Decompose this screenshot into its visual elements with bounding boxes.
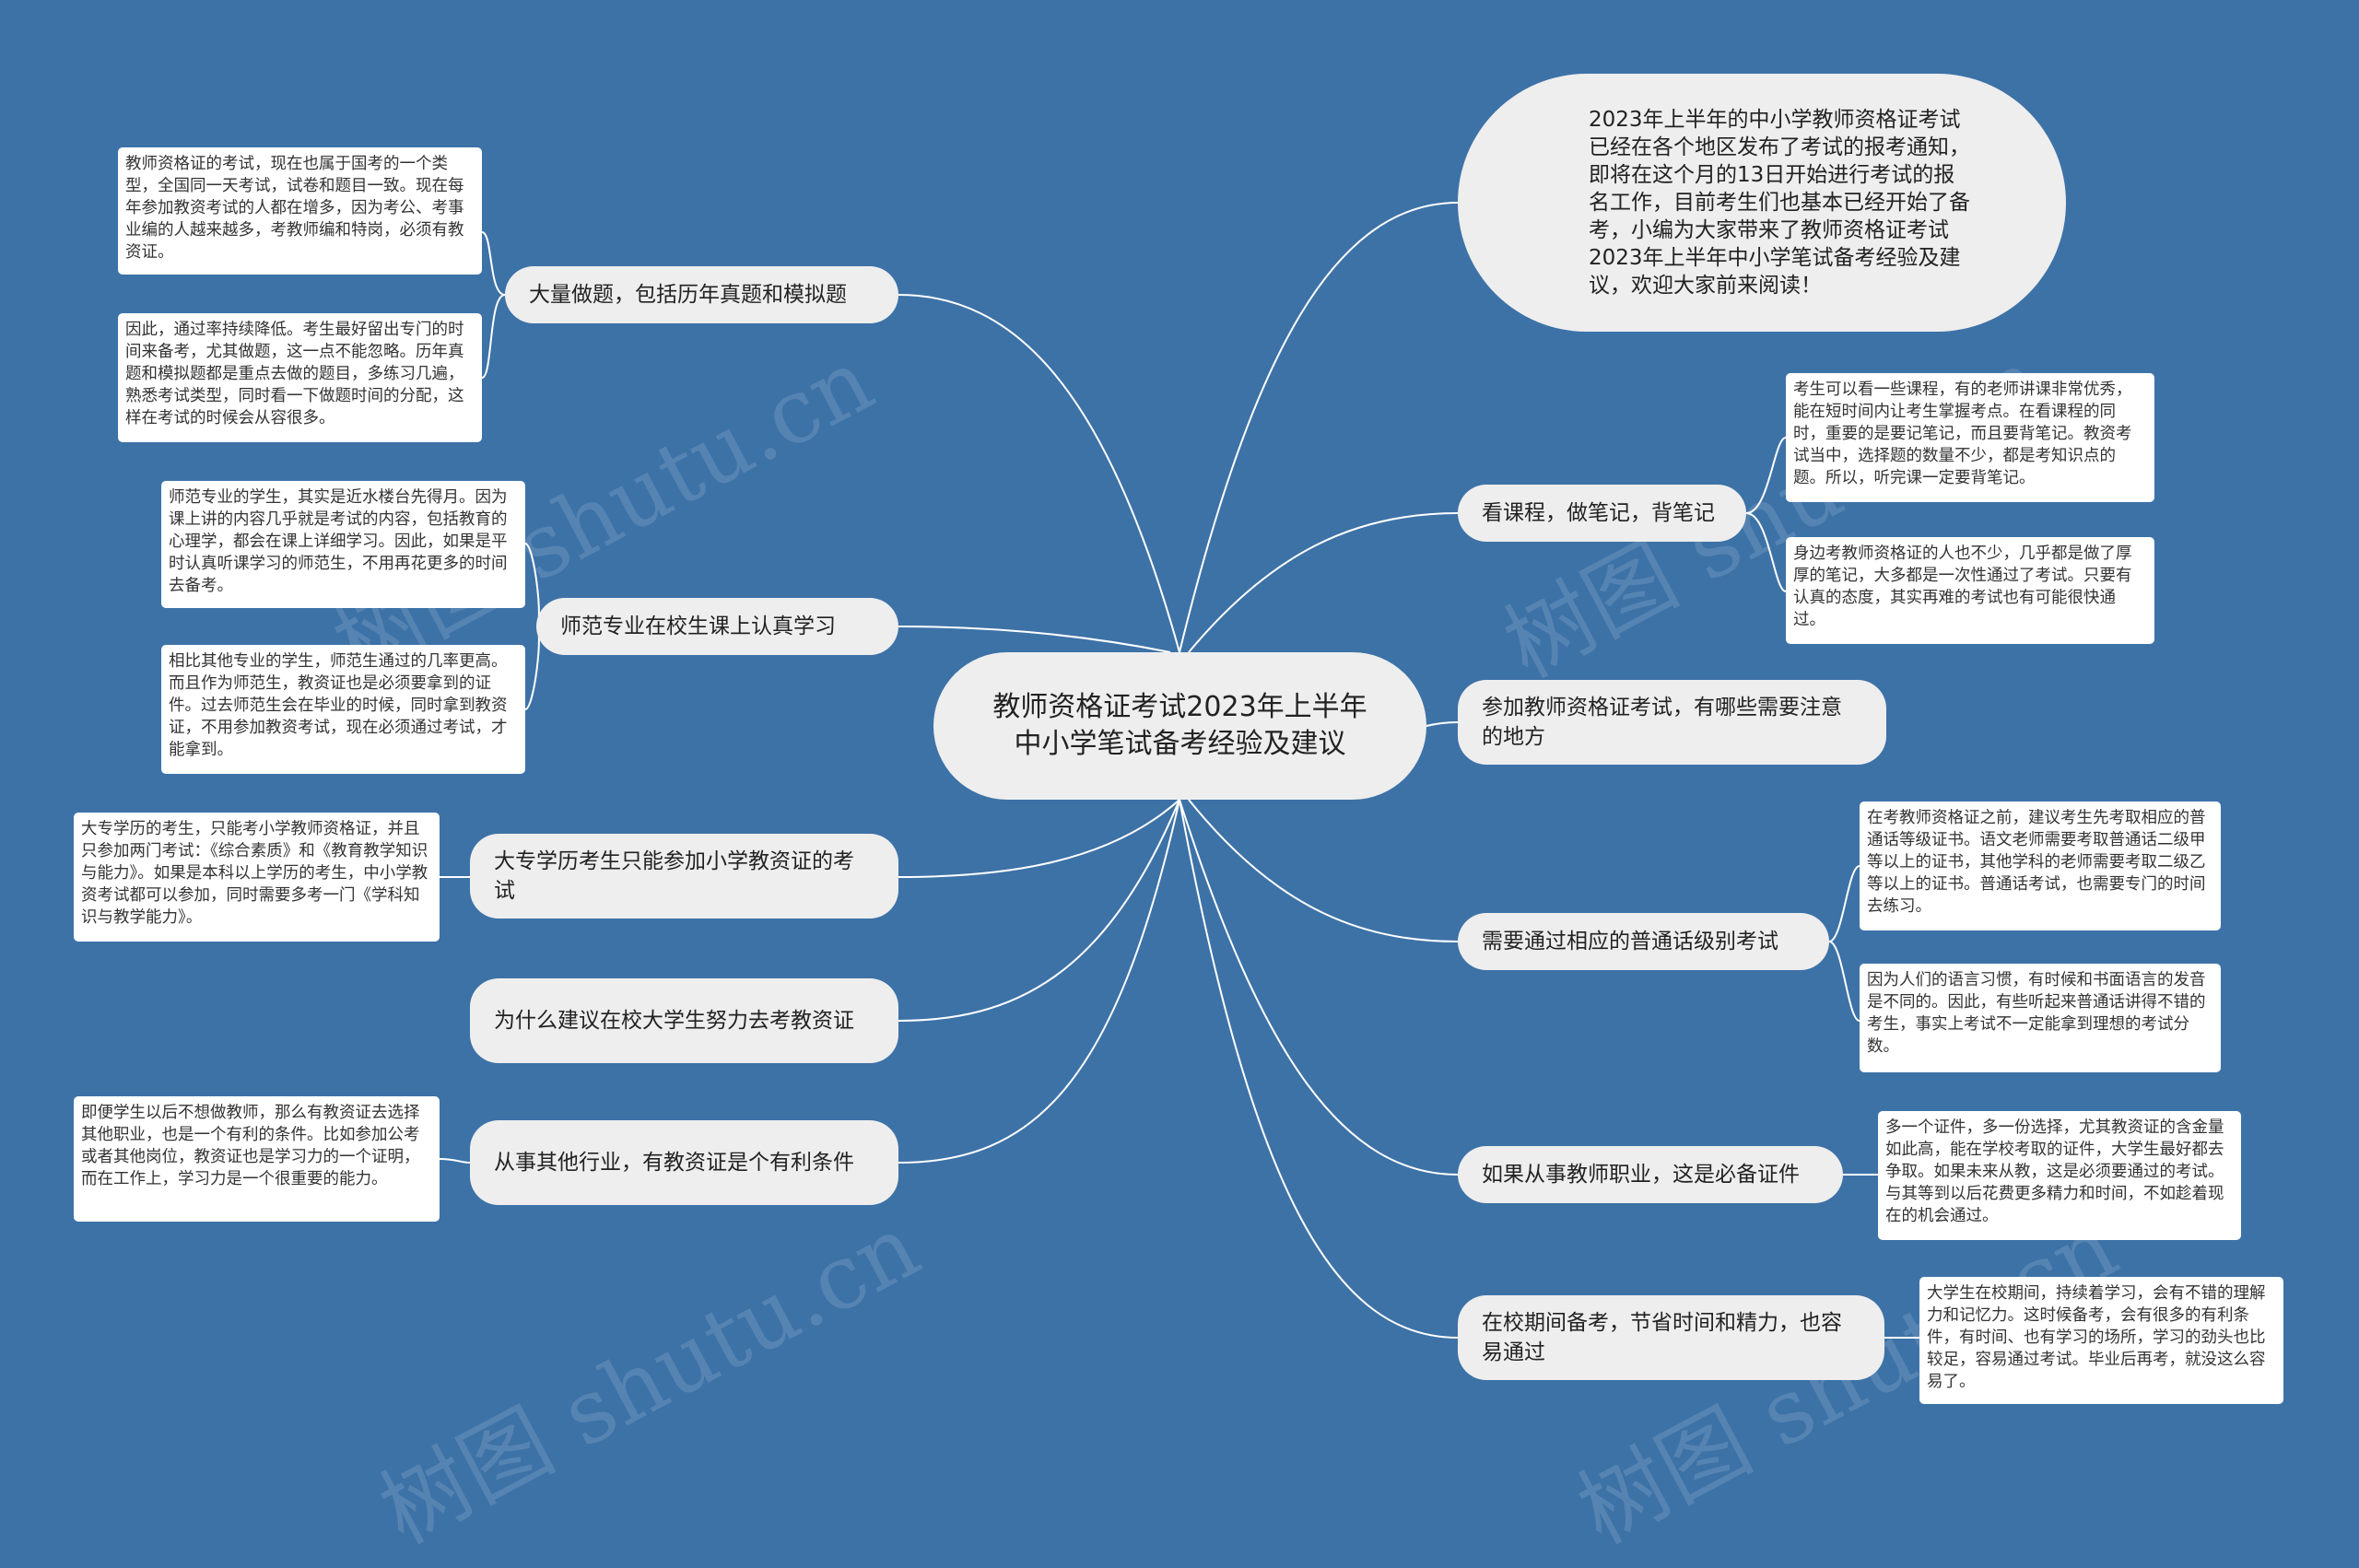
connector: [481, 294, 506, 379]
note-courses-1: 考生可以看一些课程，有的老师讲课非常优秀，能在短时间内让考生掌握考点。在看课程的…: [1786, 373, 2154, 502]
note-text: 相比其他专业的学生，师范生通过的几率更高。而且作为师范生，教资证也是必须要拿到的…: [169, 652, 508, 759]
connector-lines: [439, 202, 1919, 1340]
branch-why-students[interactable]: 为什么建议在校大学生努力去考教资证: [470, 978, 898, 1063]
note-courses-2: 身边考教师资格证的人也不少，几乎都是做了厚厚的笔记，大多都是一次性通过了考试。只…: [1786, 537, 2154, 644]
note-practice-2: 因此，通过率持续降低。考生最好留出专门的时间来备考，尤其做题，这一点不能忽略。历…: [118, 313, 482, 442]
note-normal-2: 相比其他专业的学生，师范生通过的几率更高。而且作为师范生，教资证也是必须要拿到的…: [161, 645, 525, 774]
branch-teaching-career[interactable]: 如果从事教师职业，这是必备证件: [1458, 1146, 1843, 1203]
note-mandarin-1: 在考教师资格证之前，建议考生先考取相应的普通话等级证书。语文老师需要考取普通话二…: [1860, 802, 2221, 930]
branch-junior-college[interactable]: 大专学历考生只能参加小学教资证的考试: [470, 834, 898, 919]
note-junior-college: 大专学历的考生，只能考小学教师资格证，并且只参加两门考试：《综合素质》和《教育教…: [74, 813, 440, 942]
branch-normal-students[interactable]: 师范专业在校生课上认真学习: [536, 598, 898, 655]
branch-label: 如果从事教师职业，这是必备证件: [1482, 1163, 1800, 1187]
connector: [1426, 721, 1459, 727]
branch-label: 为什么建议在校大学生努力去考教资证: [494, 1009, 854, 1033]
branch-attention-points[interactable]: 参加教师资格证考试，有哪些需要注意的地方: [1458, 680, 1886, 765]
branch-prepare-in-school[interactable]: 在校期间备考，节省时间和精力，也容易通过: [1458, 1295, 1884, 1380]
branch-label: 师范专业在校生课上认真学习: [560, 614, 836, 638]
note-text: 大专学历的考生，只能考小学教师资格证，并且只参加两门考试：《综合素质》和《教育教…: [81, 820, 428, 927]
note-prepare-in-school: 大学生在校期间，持续着学习，会有不错的理解力和记忆力。这时候备考，会有很多的有利…: [1919, 1277, 2283, 1404]
note-practice-1: 教师资格证的考试，现在也属于国考的一个类型，全国同一天考试，试卷和题目一致。现在…: [118, 147, 482, 275]
note-text: 教师资格证的考试，现在也属于国考的一个类型，全国同一天考试，试卷和题目一致。现在…: [125, 155, 464, 262]
connector: [1179, 202, 1459, 653]
branch-practice-questions[interactable]: 大量做题，包括历年真题和模拟题: [505, 266, 898, 323]
note-text: 多一个证件，多一份选择，尤其教资证的含金量如此高，能在学校考取的证件，大学生最好…: [1885, 1118, 2224, 1225]
note-other-industries: 即便学生以后不想做教师，那么有教资证去选择其他职业，也是一个有利的条件。比如参加…: [74, 1096, 440, 1222]
note-text: 在考教师资格证之前，建议考生先考取相应的普通话等级证书。语文老师需要考取普通话二…: [1867, 809, 2206, 916]
connector: [524, 626, 540, 710]
note-text: 即便学生以后不想做教师，那么有教资证去选择其他职业，也是一个有利的条件。比如参加…: [81, 1104, 420, 1188]
note-text: 身边考教师资格证的人也不少，几乎都是做了厚厚的笔记，大多都是一次性通过了考试。只…: [1793, 544, 2132, 629]
note-text: 师范专业的学生，其实是近水楼台先得月。因为课上讲的内容几乎就是考试的内容，包括教…: [169, 488, 508, 595]
connector: [898, 294, 1180, 653]
connector: [1179, 799, 1459, 1339]
branch-label: 需要通过相应的普通话级别考试: [1482, 930, 1778, 954]
intro-node[interactable]: 2023年上半年的中小学教师资格证考试已经在各个地区发布了考试的报考通知，即将在…: [1458, 74, 2066, 332]
connector: [1828, 941, 1860, 1022]
branch-label: 从事其他行业，有教资证是个有利条件: [494, 1151, 854, 1175]
connector: [1188, 799, 1459, 942]
branch-courses-notes[interactable]: 看课程，做笔记，背笔记: [1458, 485, 1746, 542]
connector: [898, 799, 1180, 878]
connector: [481, 231, 506, 296]
note-text: 大学生在校期间，持续着学习，会有不错的理解力和记忆力。这时候备考，会有很多的有利…: [1927, 1284, 2266, 1391]
connector: [1188, 512, 1459, 653]
note-normal-1: 师范专业的学生，其实是近水楼台先得月。因为课上讲的内容几乎就是考试的内容，包括教…: [161, 481, 525, 608]
connector: [524, 543, 540, 627]
mind-map-canvas: 树图 shutu.cn 树图 shutu.cn 树图 shutu.cn 树图 s…: [74, 74, 2283, 1563]
branch-other-industries[interactable]: 从事其他行业，有教资证是个有利条件: [470, 1120, 898, 1205]
branch-label: 在校期间备考，节省时间和精力，也容易通过: [1482, 1311, 1842, 1364]
note-teaching-career: 多一个证件，多一份选择，尤其教资证的含金量如此高，能在学校考取的证件，大学生最好…: [1878, 1111, 2241, 1240]
center-topic[interactable]: 教师资格证考试2023年上半年中小学笔试备考经验及建议: [933, 652, 1426, 800]
branch-label: 看课程，做笔记，背笔记: [1482, 501, 1715, 525]
connector: [1179, 799, 1459, 1176]
branch-label: 大专学历考生只能参加小学教资证的考试: [494, 849, 854, 903]
note-text: 考生可以看一些课程，有的老师讲课非常优秀，能在短时间内让考生掌握考点。在看课程的…: [1793, 380, 2132, 487]
connector: [898, 799, 1180, 1022]
note-text: 因此，通过率持续降低。考生最好留出专门的时间来备考，尤其做题，这一点不能忽略。历…: [125, 321, 464, 427]
connector: [1745, 437, 1787, 514]
branch-label: 大量做题，包括历年真题和模拟题: [529, 283, 847, 307]
intro-text: 2023年上半年的中小学教师资格证考试已经在各个地区发布了考试的报考通知，即将在…: [1589, 108, 1970, 298]
note-mandarin-2: 因为人们的语言习惯，有时候和书面语言的发音是不同的。因此，有些听起来普通话讲得不…: [1860, 964, 2221, 1072]
center-topic-text: 教师资格证考试2023年上半年中小学笔试备考经验及建议: [992, 691, 1367, 760]
note-text: 因为人们的语言习惯，有时候和书面语言的发音是不同的。因此，有些听起来普通话讲得不…: [1867, 971, 2206, 1056]
connector: [1828, 865, 1860, 942]
connector: [898, 799, 1180, 1164]
branch-label: 参加教师资格证考试，有哪些需要注意的地方: [1482, 696, 1842, 749]
connector: [898, 626, 1171, 653]
connector: [439, 1158, 471, 1164]
branch-mandarin-test[interactable]: 需要通过相应的普通话级别考试: [1458, 913, 1829, 970]
connector: [1745, 512, 1787, 592]
